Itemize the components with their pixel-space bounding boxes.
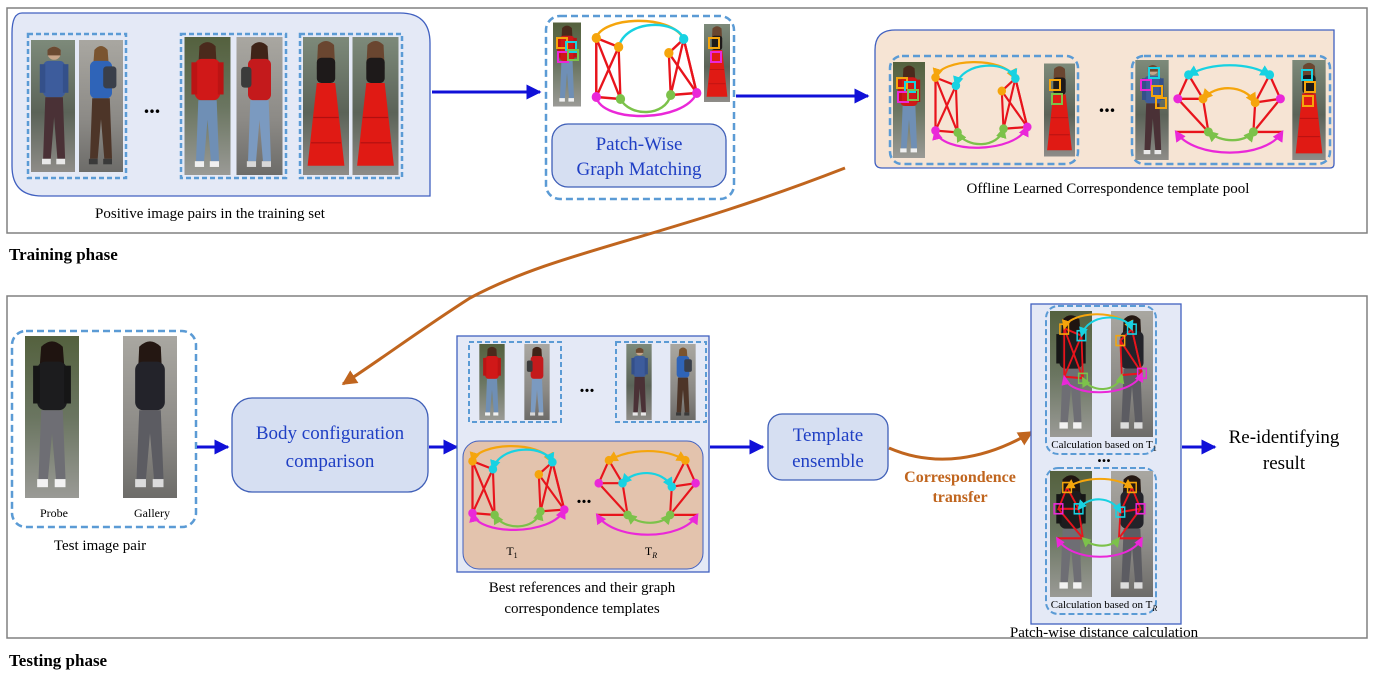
patch-wise-group xyxy=(544,14,736,201)
test-pair-group xyxy=(10,329,198,529)
probe-label: Probe xyxy=(40,506,68,520)
patch-distance-caption: Patch-wise distance calculation xyxy=(1010,625,1199,641)
best-refs-line2: correspondence templates xyxy=(504,601,660,617)
positive-pairs-caption: Positive image pairs in the training set xyxy=(95,206,326,222)
body-config-box xyxy=(231,397,429,493)
pair-group-3 xyxy=(298,32,404,180)
gallery-label: Gallery xyxy=(134,506,170,520)
template-tr-label: TR xyxy=(645,544,657,560)
best-refs-line1: Best references and their graph xyxy=(489,580,676,596)
patch-wise-line1: Patch-Wise xyxy=(596,134,683,155)
pair-group-2 xyxy=(179,32,288,180)
body-config-line1: Body configuration xyxy=(256,423,405,444)
training-phase-label: Training phase xyxy=(9,245,118,264)
calc-tr-group xyxy=(1045,467,1157,615)
calc-t1-group xyxy=(1045,305,1157,455)
template-ensemble-line2: ensemble xyxy=(792,451,864,472)
graph-t1 xyxy=(468,445,569,531)
testing-frame xyxy=(6,295,1368,639)
pool-group-2 xyxy=(1130,54,1332,166)
transfer-arrow-long xyxy=(341,166,846,386)
graph-pool-2 xyxy=(1173,64,1285,154)
calc-t1-label: Calculation based on T1 xyxy=(1051,439,1157,453)
calc-tr-label: Calculation based on TR xyxy=(1051,599,1158,613)
graph-patchwise xyxy=(591,19,702,118)
test-pair-caption: Test image pair xyxy=(54,538,146,554)
transfer-arrow-short xyxy=(888,430,1034,461)
correspondence-line2: transfer xyxy=(932,489,987,506)
training-frame xyxy=(6,7,1368,234)
template-ensemble-box xyxy=(767,413,889,481)
result-line1: Re-identifying xyxy=(1229,427,1340,448)
patch-wise-box xyxy=(551,123,727,188)
refs-ellipsis: ... xyxy=(580,375,595,397)
template-ensemble-line1: Template xyxy=(793,425,863,446)
correspondence-line1: Correspondence xyxy=(904,469,1016,486)
pool-ellipsis: ... xyxy=(1099,92,1116,117)
pair-group-1 xyxy=(26,32,128,180)
calc-ellipsis: ... xyxy=(1097,446,1111,466)
graph-calc-t1 xyxy=(1059,313,1147,394)
pairs-ellipsis: ... xyxy=(144,93,161,118)
graph-pool-1 xyxy=(931,61,1032,149)
graph-calc-tr xyxy=(1053,477,1146,558)
testing-phase-label: Testing phase xyxy=(9,651,108,670)
result-line2: result xyxy=(1263,453,1306,474)
template-t1-label: T1 xyxy=(506,544,517,560)
graph-tr xyxy=(594,449,700,536)
template-pool-caption: Offline Learned Correspondence template … xyxy=(967,181,1250,197)
patch-wise-line2: Graph Matching xyxy=(576,159,702,180)
pool-group-1 xyxy=(888,54,1080,166)
ref-pair-1 xyxy=(468,341,562,423)
ref-pair-2 xyxy=(615,341,707,423)
templates-ellipsis: ... xyxy=(577,486,592,508)
body-config-line2: comparison xyxy=(286,451,375,472)
